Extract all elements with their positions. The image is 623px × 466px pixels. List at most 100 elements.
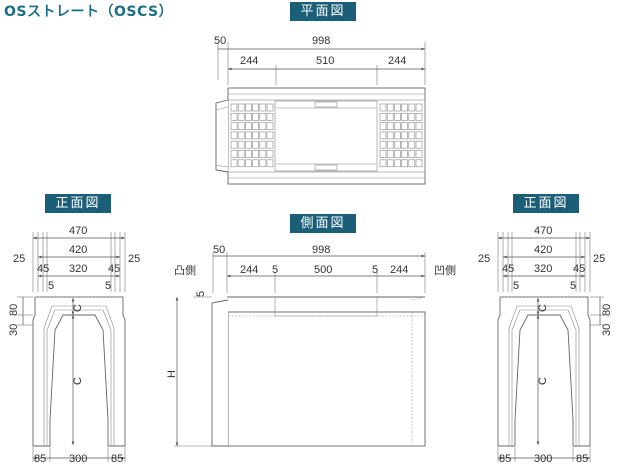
- side-total-dim: 998: [312, 244, 330, 256]
- grid-hole: [266, 122, 274, 130]
- grid-hole: [259, 150, 267, 158]
- grid-hole: [386, 113, 394, 121]
- c-big-dim: C: [72, 377, 84, 385]
- grid-hole: [401, 103, 408, 112]
- foot-left-dim: 85: [34, 453, 46, 465]
- inner-wall: [508, 305, 580, 446]
- wall-right-dim: 45: [108, 263, 120, 275]
- concave-side-label: 凹側: [434, 264, 456, 277]
- plan-view-label: 平面図: [290, 2, 356, 21]
- grid-hole: [237, 131, 245, 140]
- front-view-left-label: 正面図: [45, 194, 111, 213]
- grid-hole: [230, 140, 238, 149]
- grid-hole: [252, 140, 259, 149]
- opening-dim: 320: [69, 263, 87, 275]
- grid-hole: [237, 150, 245, 158]
- grid-hole: [266, 131, 274, 140]
- grid-hole: [259, 103, 267, 112]
- grid-hole: [408, 122, 416, 130]
- grid-hole: [401, 150, 408, 158]
- grid-hole: [394, 113, 401, 121]
- side-view-label: 側面図: [290, 214, 356, 233]
- foot-right-dim: 85: [111, 453, 123, 465]
- grid-hole: [230, 159, 238, 168]
- grid-hole: [245, 122, 252, 130]
- grid-hole: [230, 103, 238, 112]
- wall-left-dim: 45: [502, 263, 514, 275]
- grid-hole: [245, 159, 252, 168]
- grid-hole: [230, 150, 238, 158]
- grid-hole: [415, 140, 423, 149]
- grid-hole: [245, 131, 252, 140]
- height-80-dim: 80: [601, 304, 613, 316]
- grid-hole: [394, 159, 401, 168]
- grid-hole: [394, 131, 401, 140]
- grid-hole: [230, 131, 238, 140]
- side-left-dim: 25: [13, 253, 25, 265]
- body-outline: [497, 296, 591, 447]
- foot-center-dim: 300: [534, 453, 552, 465]
- grid-hole: [394, 103, 401, 112]
- grid-hole: [408, 159, 416, 168]
- grid-hole: [379, 159, 387, 168]
- grid-hole: [379, 113, 387, 121]
- grid-hole: [408, 150, 416, 158]
- grid-hole: [408, 131, 416, 140]
- grid-hole: [252, 122, 259, 130]
- grid-hole: [386, 140, 394, 149]
- plan-body: [215, 87, 426, 185]
- outer-width-dim: 470: [69, 225, 87, 237]
- side-gap-left-dim: 5: [272, 264, 278, 276]
- side-gap-right-dim: 5: [372, 264, 378, 276]
- grid-hole: [394, 150, 401, 158]
- side-right-dim: 244: [390, 264, 408, 276]
- grid-hole: [266, 140, 274, 149]
- grid-hole: [252, 150, 259, 158]
- outer-width-dim: 470: [534, 225, 552, 237]
- grid-hole: [386, 131, 394, 140]
- grid-hole: [415, 103, 423, 112]
- grid-hole: [415, 159, 423, 168]
- inner-width-dim: 420: [69, 244, 87, 256]
- grid-hole: [266, 103, 274, 112]
- page-title: OSストレート（OSCS）: [4, 4, 174, 20]
- grid-hole: [394, 140, 401, 149]
- front-view-right-label: 正面図: [513, 194, 579, 213]
- convex-side-label: 凸側: [174, 264, 196, 277]
- plan-right-dim: 244: [388, 55, 406, 67]
- c-small-dim: C: [72, 304, 84, 312]
- plan-end-dim: 50: [214, 35, 226, 47]
- foot-center-dim: 300: [69, 453, 87, 465]
- grid-hole: [401, 122, 408, 130]
- side-view: 凸側 凹側 50 998 244 5 500 5 244 5 H: [166, 244, 456, 447]
- grid-hole: [252, 103, 259, 112]
- side-left-dim: 25: [478, 253, 490, 265]
- grid-hole: [252, 131, 259, 140]
- grid-hole: [230, 122, 238, 130]
- plan-total-dim: 998: [312, 35, 330, 47]
- grid-hole: [259, 140, 267, 149]
- plan-left-dim: 244: [240, 55, 258, 67]
- plan-dimensions: 50 998 244 510 244: [214, 35, 426, 85]
- side-center-dim: 500: [314, 264, 332, 276]
- foot-right-dim: 85: [576, 453, 588, 465]
- wall-left-dim: 45: [37, 263, 49, 275]
- body-outline: [32, 296, 126, 447]
- grid-hole: [237, 140, 245, 149]
- grid-hole: [259, 122, 267, 130]
- grid-hole: [245, 103, 252, 112]
- grid-hole: [245, 113, 252, 121]
- side-top-offset-dim: 5: [195, 291, 207, 297]
- grid-hole: [245, 150, 252, 158]
- grid-hole: [379, 122, 387, 130]
- grid-hole: [259, 131, 267, 140]
- foot-left-dim: 85: [499, 453, 511, 465]
- inner-wall: [46, 309, 112, 446]
- grid-hole: [230, 113, 238, 121]
- grid-hole: [401, 131, 408, 140]
- side-end-dim: 50: [213, 244, 225, 256]
- c-big-dim: C: [537, 377, 549, 385]
- grid-hole: [408, 140, 416, 149]
- grid-hole: [408, 113, 416, 121]
